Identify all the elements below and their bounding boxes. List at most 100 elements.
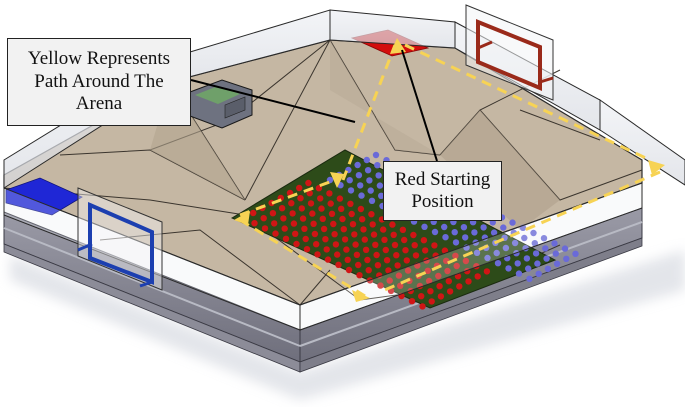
arrowhead-left [234, 211, 250, 225]
blue-ball [553, 260, 561, 267]
blue-ball [561, 245, 569, 252]
blue-ball [509, 219, 516, 226]
red-ball [380, 226, 387, 233]
red-ball [330, 220, 337, 228]
blue-ball [355, 172, 363, 179]
red-ball [390, 231, 397, 238]
red-ball [340, 226, 347, 233]
blue-ball [572, 250, 579, 257]
red-ball [364, 256, 371, 264]
red-ball [305, 179, 312, 187]
red-ball [357, 205, 365, 213]
blue-ball [441, 223, 448, 231]
blue-ball [462, 234, 469, 241]
blue-ball [358, 192, 365, 199]
red-ball [441, 247, 449, 254]
blue-ball [471, 229, 478, 236]
red-ball [341, 236, 349, 243]
arrowhead-bottom [352, 290, 370, 302]
red-ball [401, 236, 408, 244]
red-ball [425, 277, 433, 285]
ramp-center [330, 40, 440, 155]
blue-ball [421, 223, 428, 230]
red-ball [351, 231, 358, 238]
red-ball [422, 247, 429, 254]
red-ball [349, 221, 357, 228]
red-ball [303, 246, 311, 253]
arrowhead-down [330, 172, 344, 188]
red-ball [385, 267, 392, 274]
blue-ball [375, 172, 382, 179]
red-ball [343, 246, 350, 253]
red-ball [452, 252, 459, 259]
red-ball [355, 261, 362, 269]
red-ball [348, 210, 355, 218]
red-ball-grid [240, 179, 491, 310]
blue-ball [535, 270, 542, 277]
blue-ball [452, 239, 460, 246]
blue-ball [473, 249, 481, 256]
red-ball [356, 272, 363, 279]
red-ball [280, 215, 287, 222]
blue-ball [494, 260, 502, 267]
blue-ball [544, 265, 552, 272]
leader-line-red [401, 49, 438, 162]
red-ball [431, 242, 438, 249]
path-segment-up [341, 44, 397, 181]
red-ball [381, 236, 388, 243]
red-goal [465, 4, 554, 101]
red-ball [319, 215, 326, 222]
red-ball [318, 205, 325, 212]
blue-ball [493, 249, 500, 257]
red-ball [453, 262, 460, 270]
callout-red-start: Red Starting Position [383, 161, 502, 221]
callout-yellow-line-1: Yellow Represents [27, 48, 171, 70]
blue-ball [534, 260, 541, 267]
blue-ball [531, 240, 538, 247]
red-ball [293, 240, 300, 248]
red-ball [261, 225, 269, 232]
red-ball [474, 273, 481, 280]
blue-ball [367, 187, 374, 194]
red-ball [436, 283, 443, 290]
red-ball [301, 225, 308, 232]
blue-ball [515, 270, 523, 277]
red-ball [269, 210, 277, 217]
blue-ball [442, 234, 449, 241]
red-ball [483, 268, 491, 275]
red-ball [352, 241, 359, 248]
blue-ball [500, 224, 507, 231]
red-ball [373, 251, 380, 259]
blue-ball [363, 156, 370, 164]
red-ball [395, 272, 403, 279]
red-ball [345, 266, 353, 274]
red-ball [419, 303, 426, 310]
blue-ball [480, 224, 487, 231]
blue-ball [502, 244, 510, 252]
red-ball [389, 221, 396, 228]
red-ball [377, 282, 384, 289]
red-ball [314, 251, 321, 258]
red-ball [372, 241, 379, 248]
blue-ball [364, 167, 372, 174]
red-ball [344, 256, 351, 263]
blue-ball [374, 162, 381, 169]
red-ball [327, 200, 334, 207]
red-ball [251, 220, 258, 227]
red-ball [370, 231, 378, 238]
red-ball [332, 241, 340, 248]
callout-red-line-1: Red Starting [394, 168, 491, 190]
red-ball [437, 293, 445, 300]
red-ball [292, 230, 299, 237]
blue-ball [490, 229, 498, 236]
blue-ball [484, 254, 491, 262]
blue-ball [542, 245, 549, 252]
blue-ball [354, 161, 361, 169]
blue-ball [451, 229, 458, 236]
callout-yellow-line-2: Path Around The [34, 70, 164, 92]
red-ball [428, 298, 435, 305]
red-ball [297, 195, 304, 202]
red-ball [326, 190, 333, 197]
red-ball [361, 236, 368, 243]
red-ball [393, 252, 400, 259]
